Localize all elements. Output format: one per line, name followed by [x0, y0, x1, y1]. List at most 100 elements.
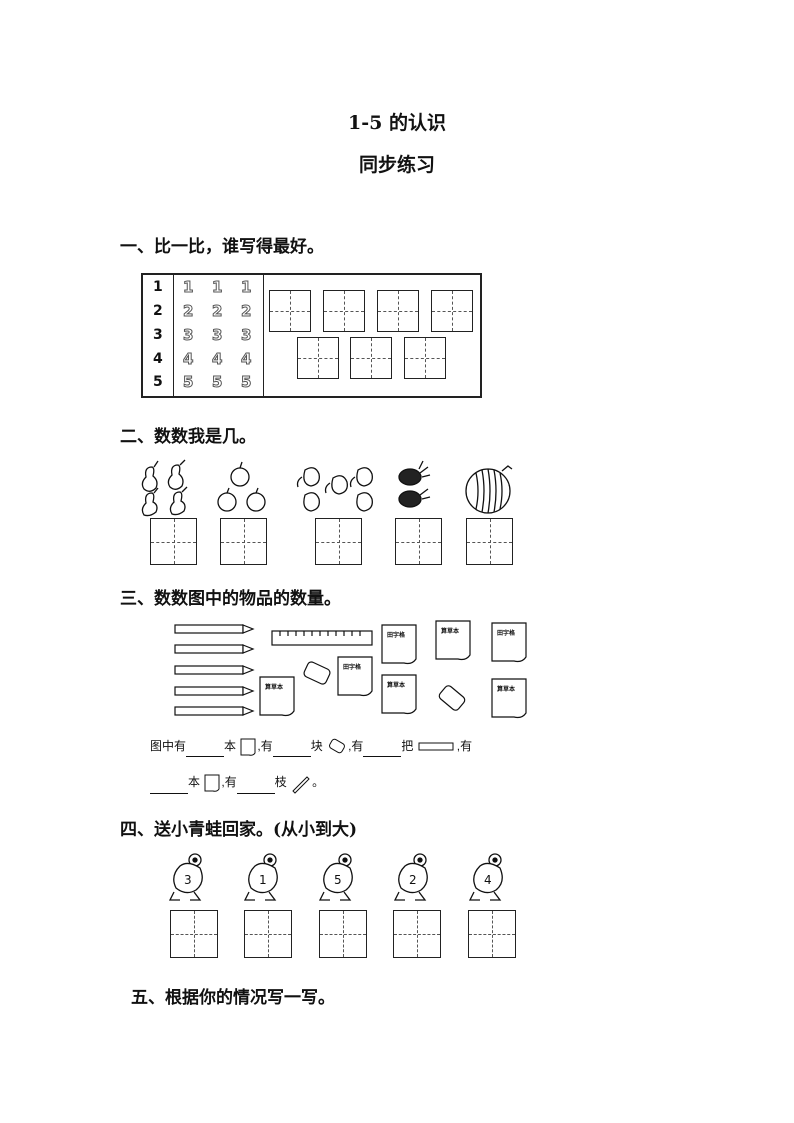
answer-box[interactable]	[170, 910, 218, 958]
peach-icon	[324, 475, 348, 495]
trace-1c: 1	[240, 278, 252, 297]
notebook-label: 田字格	[387, 631, 406, 639]
digit-5: 5	[153, 374, 163, 390]
section-1-table: 1 2 3 4 5 1 1 1 2 2 2 3 3 3 4 4 4 5 5 5	[141, 273, 482, 398]
section-4-heading: 四、送小青蛙回家。(从小到大)	[120, 820, 358, 840]
pencil-icon	[174, 686, 255, 696]
notebook-icon	[204, 774, 220, 792]
apple-icon	[230, 461, 250, 487]
answer-box[interactable]	[244, 910, 292, 958]
peach-icon	[349, 467, 373, 488]
answer-blank[interactable]	[272, 744, 311, 757]
writing-box[interactable]	[297, 337, 339, 379]
peach-icon	[296, 467, 320, 488]
peach-icon	[303, 492, 320, 512]
ruler-icon	[271, 630, 373, 646]
answer-box[interactable]	[220, 518, 267, 565]
digit-4: 4	[153, 351, 163, 367]
fruit-illustrations	[141, 459, 513, 517]
watermelon-icon	[465, 465, 513, 514]
trace-5a: 5	[182, 373, 194, 392]
trace-3a: 3	[182, 326, 194, 345]
trace-2a: 2	[182, 302, 194, 321]
trace-2b: 2	[211, 302, 223, 321]
notebook-icon	[337, 656, 373, 697]
digit-1: 1	[153, 279, 163, 295]
trace-3b: 3	[211, 326, 223, 345]
notebook-icon	[491, 622, 527, 663]
answer-box[interactable]	[466, 518, 513, 565]
trace-1a: 1	[182, 278, 194, 297]
digit-2: 2	[153, 303, 163, 319]
frog-icon	[168, 853, 203, 901]
apple-icon	[217, 487, 237, 512]
apple-icon	[246, 487, 266, 512]
eraser-icon	[329, 738, 346, 754]
answer-box[interactable]	[393, 910, 441, 958]
trace-1b: 1	[211, 278, 223, 297]
notebook-icon	[381, 624, 417, 665]
pear-icon	[169, 486, 188, 516]
eraser-icon	[438, 685, 466, 711]
writing-box[interactable]	[350, 337, 392, 379]
answer-blank[interactable]	[150, 781, 188, 794]
writing-box[interactable]	[404, 337, 446, 379]
pencil-icon	[174, 706, 255, 716]
answer-blank[interactable]	[186, 744, 225, 757]
answer-box[interactable]	[150, 518, 197, 565]
notebook-icon	[259, 676, 295, 717]
answer-box[interactable]	[395, 518, 442, 565]
frog-number: 2	[409, 873, 417, 887]
section-1-heading: 一、比一比，谁写得最好。	[120, 237, 324, 257]
writing-box[interactable]	[377, 290, 419, 332]
trace-2c: 2	[240, 302, 252, 321]
pineapple-icon	[398, 460, 431, 486]
answer-box[interactable]	[315, 518, 362, 565]
pear-icon	[141, 460, 159, 492]
answer-blank[interactable]	[363, 744, 402, 757]
notebook-icon	[381, 674, 417, 715]
frog-number: 5	[334, 873, 342, 887]
answer-box[interactable]	[468, 910, 516, 958]
frog-number: 3	[184, 873, 192, 887]
notebook-label: 田字格	[343, 663, 362, 671]
notebook-icon	[240, 738, 256, 756]
section-5-heading: 五、根据你的情况写一写。	[131, 988, 335, 1008]
pencil-icon	[174, 665, 255, 675]
trace-5b: 5	[211, 373, 223, 392]
ruler-icon	[418, 742, 454, 751]
pencil-icon	[174, 644, 255, 654]
notebook-icon	[491, 678, 527, 719]
frog-icon	[468, 853, 503, 901]
page-title: 1-5 的认识	[348, 112, 446, 134]
peach-icon	[356, 492, 373, 512]
writing-box[interactable]	[269, 290, 311, 332]
answer-box[interactable]	[319, 910, 367, 958]
notebook-label: 算草本	[441, 627, 460, 635]
section-3-line-2: 本 ,有枝 。	[150, 772, 324, 794]
frog-icon	[243, 853, 278, 901]
pencil-icon	[174, 624, 255, 634]
trace-4c: 4	[240, 350, 252, 369]
notebook-icon	[435, 620, 471, 661]
page-subtitle: 同步练习	[358, 154, 435, 176]
section-3-line-1: 图中有本 ,有块 ,有把 ,有	[150, 737, 472, 757]
section-3-heading: 三、数数图中的物品的数量。	[120, 589, 341, 609]
answer-blank[interactable]	[236, 781, 275, 794]
notebook-label: 田字格	[497, 629, 516, 637]
pear-icon	[141, 487, 159, 517]
section-2-heading: 二、数数我是几。	[120, 427, 256, 447]
writing-box[interactable]	[431, 290, 473, 332]
writing-box[interactable]	[323, 290, 365, 332]
trace-4b: 4	[211, 350, 223, 369]
frog-number: 1	[259, 873, 267, 887]
notebook-label: 算草本	[387, 681, 406, 689]
trace-5c: 5	[240, 373, 252, 392]
stationery-illustration: 算草本 田字格 田字格 算草本 田字格 算草本 算草本	[174, 620, 527, 719]
frog-illustrations: 3 1 5 2 4	[168, 853, 503, 901]
trace-3c: 3	[240, 326, 252, 345]
trace-4a: 4	[182, 350, 194, 369]
pencil-icon	[292, 776, 310, 794]
frog-icon	[318, 853, 353, 901]
frog-number: 4	[484, 873, 492, 887]
